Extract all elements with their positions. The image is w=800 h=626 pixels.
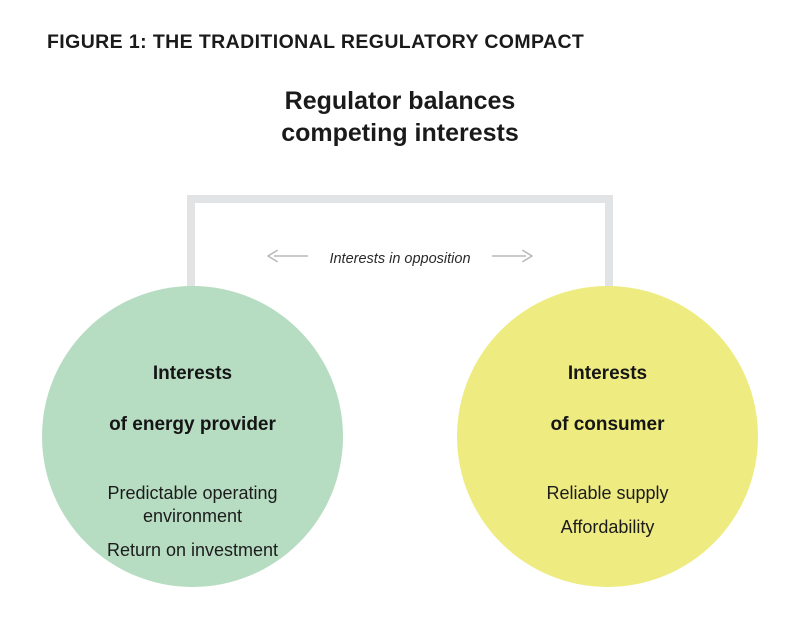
node-consumer-item: Affordability bbox=[560, 517, 655, 538]
node-energy-provider-item: Predictable operating environment bbox=[107, 483, 278, 527]
bracket-connector bbox=[187, 195, 613, 293]
page-title-line-1: Regulator balances bbox=[284, 87, 516, 115]
node-energy-provider-item: Return on investment bbox=[106, 540, 279, 561]
node-consumer-title-line-2: of consumer bbox=[550, 413, 665, 435]
node-consumer-title-line-1: Interests bbox=[567, 363, 648, 385]
figure-caption: FIGURE 1: THE TRADITIONAL REGULATORY COM… bbox=[47, 31, 585, 53]
node-energy-provider-title-line-2: of energy provider bbox=[109, 413, 276, 435]
node-energy-provider-title-line-1: Interests bbox=[152, 363, 233, 385]
node-consumer-item: Reliable supply bbox=[546, 483, 669, 504]
node-energy-provider-title: Interests of energy provider bbox=[109, 336, 276, 462]
node-energy-provider: Interests of energy provider Predictable… bbox=[42, 286, 343, 587]
node-consumer: Interests of consumer Reliable supply Af… bbox=[457, 286, 758, 587]
page-title-line-2: competing interests bbox=[281, 118, 519, 147]
node-consumer-title: Interests of consumer bbox=[550, 336, 664, 462]
page-title: Regulator balances competing interests bbox=[0, 86, 800, 149]
